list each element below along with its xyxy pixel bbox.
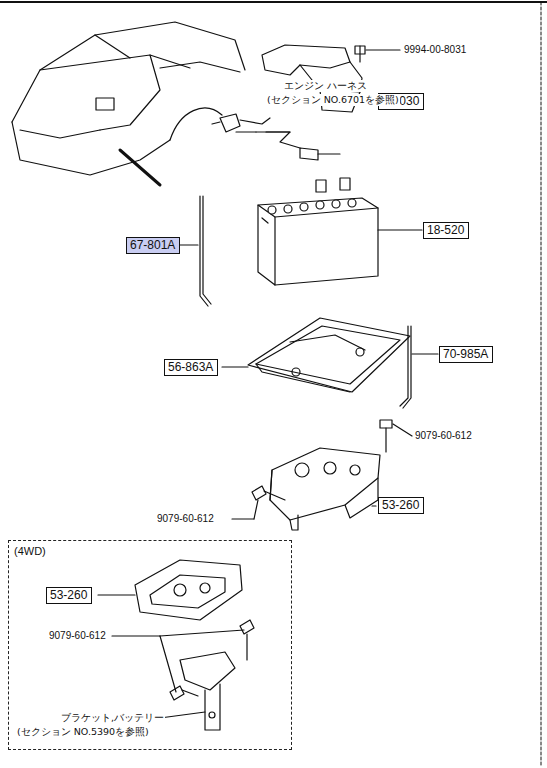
part-number: 56-863A: [168, 360, 213, 374]
callout-box: 70-985A: [439, 346, 493, 363]
note-text: エンジン ハーネス: [283, 80, 368, 92]
callout-box: 53-260: [378, 497, 424, 514]
part-number: 18-520: [427, 223, 464, 237]
note-text: (セクション NO.6701を参照): [266, 94, 400, 106]
part-number: 53-260: [50, 588, 87, 602]
part-number: 9994-00-8031: [403, 44, 467, 56]
note-text: ブラケット,バッテリー: [60, 712, 165, 724]
part-number: 67-801A: [130, 238, 175, 252]
part-number: 9079-60-612: [156, 513, 215, 525]
variant-label: (4WD): [14, 544, 46, 559]
note-text: (セクション NO.5390を参照): [16, 726, 150, 738]
callout-box: 67-801A: [126, 237, 180, 254]
callout-box: 53-260: [46, 587, 92, 604]
callout-box: 56-863A: [164, 359, 218, 376]
part-number: 70-985A: [443, 347, 488, 361]
part-number: 53-260: [382, 498, 419, 512]
callout-box: 18-520: [423, 222, 469, 239]
part-number: 9079-60-612: [48, 630, 107, 642]
part-number: 9079-60-612: [414, 430, 473, 442]
